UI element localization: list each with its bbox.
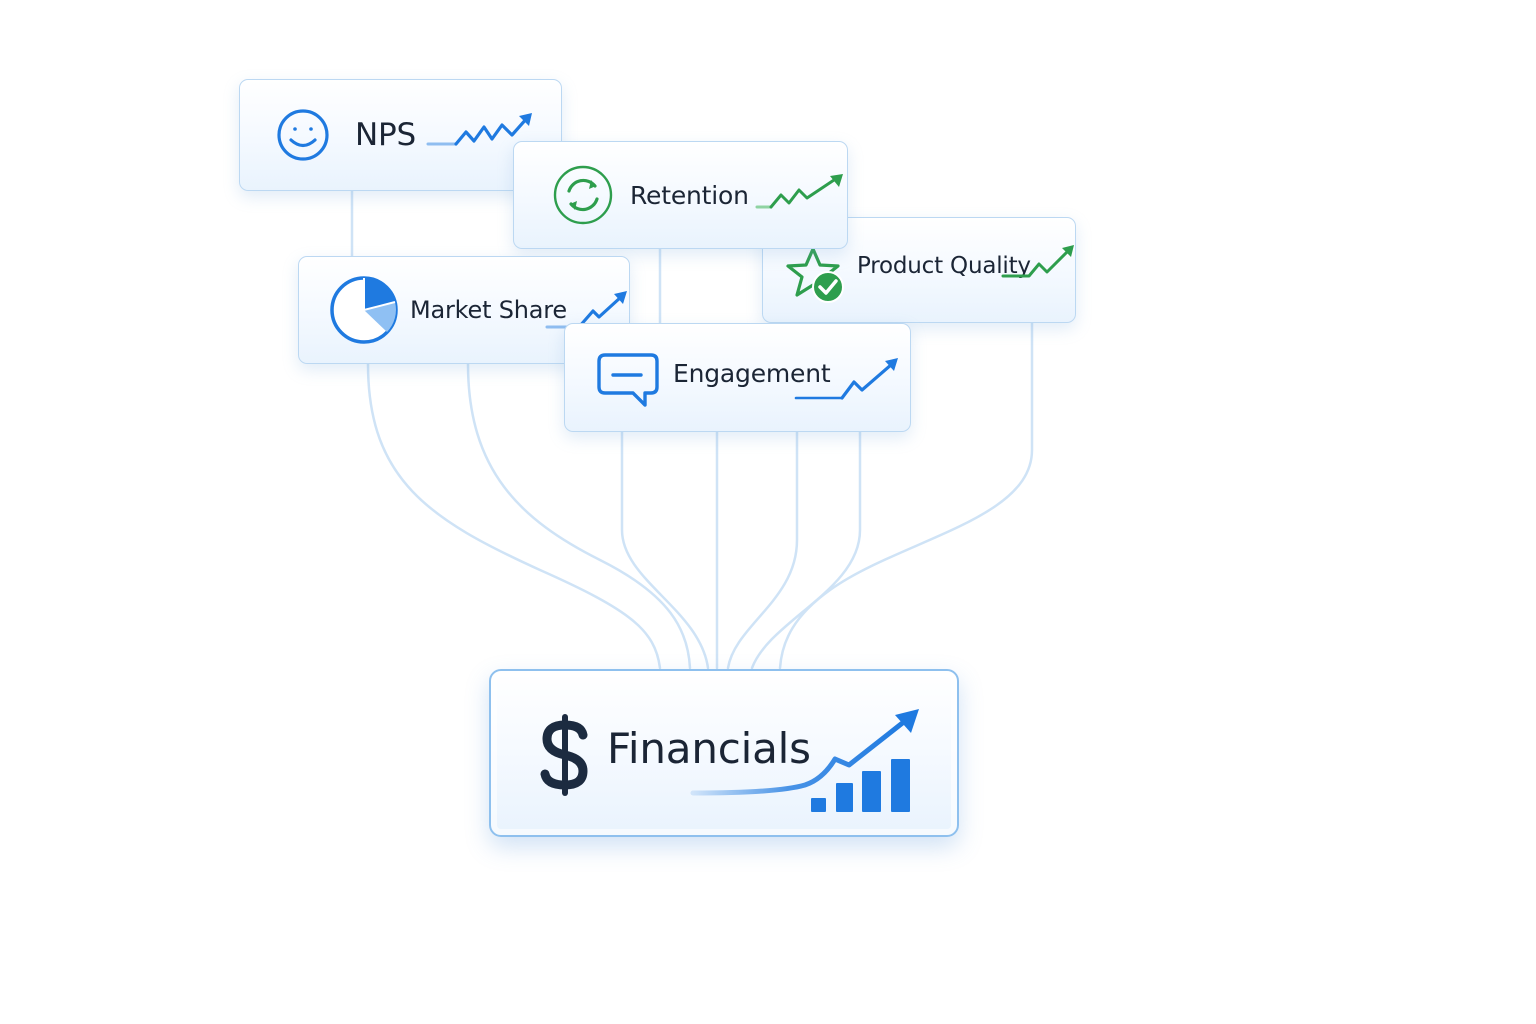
circular-arrows-icon xyxy=(552,164,614,226)
metric-card-engagement[interactable]: Engagement xyxy=(564,323,911,432)
connector-engagement-4 xyxy=(750,430,862,670)
metric-card-retention[interactable]: Retention xyxy=(513,141,848,249)
metric-label: NPS xyxy=(355,117,416,153)
connector-engagement-1 xyxy=(620,430,710,670)
target-card-financials[interactable]: Financials xyxy=(489,669,959,837)
target-label: Financials xyxy=(607,723,811,773)
metric-label: Market Share xyxy=(410,296,567,324)
trend-up-icon xyxy=(792,354,904,410)
metric-label: Engagement xyxy=(673,359,831,388)
growth-chart-icon xyxy=(687,705,927,821)
metric-label: Product Quality xyxy=(857,253,1031,279)
smiley-face-icon xyxy=(276,104,330,166)
connector-market-share-left xyxy=(366,362,662,670)
trend-up-icon xyxy=(999,240,1079,294)
connector-engagement-3 xyxy=(726,430,799,670)
chat-bubble-icon xyxy=(597,351,661,413)
metric-label: Retention xyxy=(630,180,749,210)
star-checkmark-icon xyxy=(785,245,849,305)
connector-market-share-right xyxy=(466,362,692,670)
metric-card-nps[interactable]: NPS xyxy=(239,79,562,191)
trend-up-icon xyxy=(422,107,542,161)
connector-product-quality xyxy=(778,321,1034,670)
pie-chart-icon xyxy=(329,275,399,345)
dollar-sign-icon xyxy=(537,713,593,797)
trend-up-icon xyxy=(753,170,853,224)
